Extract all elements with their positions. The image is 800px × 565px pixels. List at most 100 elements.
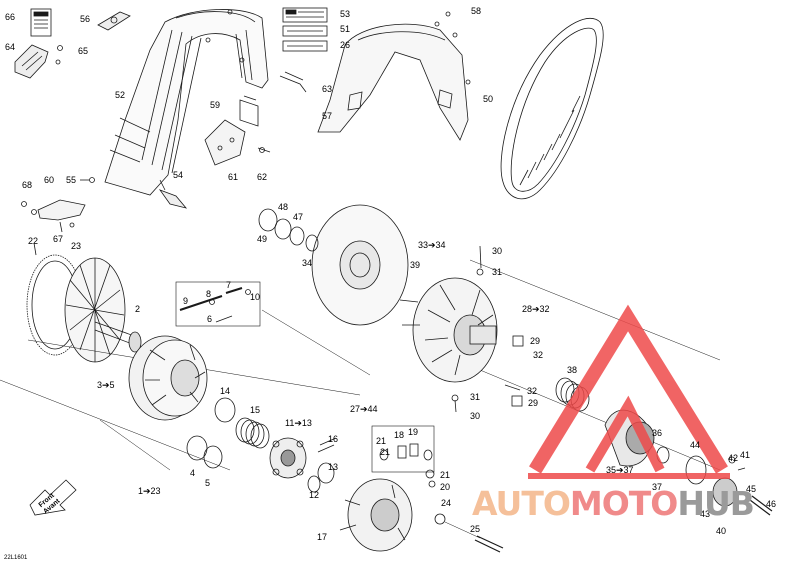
warning-label-66 [30, 8, 52, 37]
callout-label: 30 [492, 246, 503, 256]
callout-label: 52 [115, 90, 126, 100]
callout-label: 15 [250, 405, 261, 415]
callout-label: 16 [328, 434, 339, 444]
rod-63 [279, 71, 307, 93]
pin-group-6-10 [175, 281, 261, 327]
bracket-64 [14, 44, 63, 79]
callout-label: 41 [740, 450, 751, 460]
drive-belt-50 [500, 18, 604, 200]
callout-label: 31 [492, 267, 503, 277]
callout-label: 55 [66, 175, 77, 185]
callout-label: 37 [652, 482, 663, 492]
callout-label: 9 [183, 296, 189, 306]
bracket-59-61 [204, 95, 271, 166]
callout-label: 58 [471, 6, 482, 16]
governor-cup-17 [339, 478, 413, 552]
driven-fixed-sheave-33-34 [311, 204, 409, 326]
callout-label: 56 [80, 14, 91, 24]
callout-label: 17 [317, 532, 328, 542]
callout-label: 51 [340, 24, 351, 34]
callout-label: 46 [766, 499, 777, 509]
callout-label: 10 [250, 292, 261, 302]
callout-label: 32 [527, 386, 538, 396]
callout-label: 24 [441, 498, 452, 508]
callout-label: 28➔32 [522, 304, 550, 314]
spring-15 [235, 417, 270, 449]
callout-label: 5 [205, 478, 211, 488]
clip-54 [158, 179, 188, 209]
watermark-moto: MOTO [569, 484, 678, 523]
callout-label: 57 [322, 111, 333, 121]
movable-sheave-3-5 [128, 335, 208, 421]
watermark-triangle-logo [529, 304, 728, 474]
callout-label: 35➔37 [606, 465, 634, 475]
callout-label: 31 [470, 392, 481, 402]
belt-guard-52 [104, 9, 269, 196]
watermark-auto: AUTO [472, 484, 571, 523]
callout-label: 42 [728, 453, 739, 463]
callout-label: 48 [278, 202, 289, 212]
rollers-18-19-21 [371, 425, 436, 488]
callout-label: 14 [220, 386, 231, 396]
callout-label: 23 [71, 241, 82, 251]
callout-label: 62 [257, 172, 268, 182]
callout-label: 36 [652, 428, 663, 438]
callout-label: 20 [440, 482, 451, 492]
callout-label: 21 [376, 436, 387, 446]
callout-label: 11➔13 [285, 418, 312, 428]
callout-label: 53 [340, 9, 351, 19]
callout-label: 64 [5, 42, 16, 52]
callout-label: 8 [206, 289, 212, 299]
callout-label: 68 [22, 180, 33, 190]
callout-label: 39 [410, 260, 421, 270]
label-set-53-51-26 [282, 7, 328, 52]
bracket-60 [21, 199, 86, 233]
callout-label: 19 [408, 427, 419, 437]
callout-label: 32 [533, 350, 544, 360]
callout-label: 63 [322, 84, 333, 94]
callout-label: 4 [190, 468, 196, 478]
cup-14 [214, 397, 236, 423]
callout-label: 30 [470, 411, 481, 421]
spider-11-13 [269, 437, 307, 479]
front-direction-arrow [29, 479, 77, 516]
callout-label: 47 [293, 212, 304, 222]
callout-label: 60 [44, 175, 55, 185]
callout-label: 27➔44 [350, 404, 378, 414]
callout-label: 25 [470, 524, 481, 534]
callout-label: 2 [135, 304, 141, 314]
callout-label: 12 [309, 490, 320, 500]
callout-label: 45 [746, 484, 757, 494]
callout-label: 40 [716, 526, 727, 536]
watermark-hub: HUB [677, 484, 755, 523]
callout-label: 29 [530, 336, 541, 346]
callout-label: 21 [380, 447, 391, 457]
callout-label: 1➔23 [138, 486, 161, 496]
callout-label: 29 [528, 398, 539, 408]
watermark-text: AUTOMOTOHUB [472, 484, 755, 523]
callout-label: 59 [210, 100, 221, 110]
callout-label: 6 [207, 314, 213, 324]
belt-guard-cover-57 [317, 11, 471, 141]
callout-label: 61 [228, 172, 239, 182]
callout-label: 54 [173, 170, 184, 180]
callout-label: 34 [302, 258, 313, 268]
callout-label: 49 [257, 234, 268, 244]
callout-label: 21 [440, 470, 451, 480]
callout-label: 65 [78, 46, 89, 56]
callout-label: 38 [567, 365, 578, 375]
callout-label: 3➔5 [97, 380, 115, 390]
callout-label: 33➔34 [418, 240, 446, 250]
callout-label: 43 [700, 509, 711, 519]
callout-label: 18 [394, 430, 405, 440]
callout-label: 13 [328, 462, 339, 472]
callout-label: 7 [226, 280, 232, 290]
callout-label: 22 [28, 236, 39, 246]
callout-label: 66 [5, 12, 16, 22]
callout-label: 44 [690, 440, 701, 450]
drawing-code: 22L1601 [4, 555, 28, 561]
part-56 [97, 11, 131, 31]
driven-movable-sheave-28-32 [412, 277, 498, 383]
callout-label: 67 [53, 234, 64, 244]
